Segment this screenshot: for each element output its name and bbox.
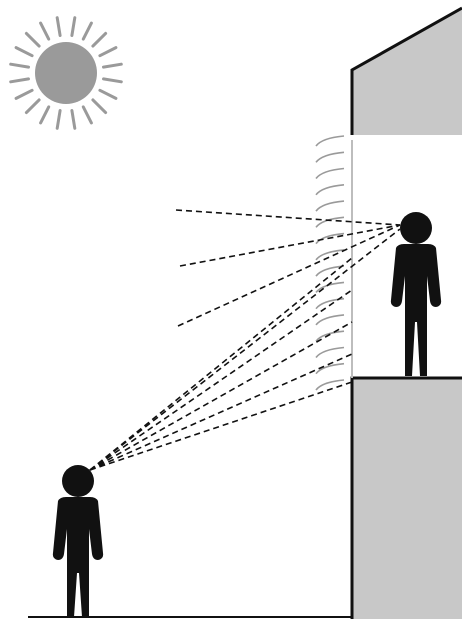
sun-ray [41, 107, 49, 123]
sun-ray [93, 33, 106, 46]
sight-line [90, 258, 352, 470]
sun-ray [16, 48, 32, 56]
sight-line [90, 290, 352, 470]
sun-ray [16, 90, 32, 98]
louver-slat [316, 299, 344, 309]
sun-ray [57, 111, 60, 129]
sight-line [178, 225, 400, 326]
building-roof [352, 8, 462, 135]
sun-ray [26, 33, 39, 46]
sun-ray [83, 23, 91, 39]
balcony-person-sight-lines [176, 210, 400, 326]
louver-slat [316, 136, 344, 146]
sun-ray [104, 79, 122, 82]
sun-icon [11, 18, 122, 129]
sun-ray [93, 100, 106, 113]
sight-line [176, 210, 400, 225]
sun-ray [104, 64, 122, 67]
louver-slat [316, 348, 344, 358]
louver-slat [316, 315, 344, 325]
person-body [53, 497, 103, 617]
sun-disc [35, 42, 97, 104]
sight-line [180, 225, 400, 266]
louver-slat [316, 380, 344, 390]
sun-ray [11, 79, 29, 82]
louver-slat [316, 201, 344, 211]
sun-ray [72, 111, 75, 129]
person-head [62, 465, 94, 497]
privacy-louvers [316, 136, 344, 390]
person-head [400, 212, 432, 244]
person-on-ground-icon [53, 465, 103, 617]
building-lower-wall [352, 378, 462, 619]
louver-slat [316, 185, 344, 195]
sun-ray [11, 64, 29, 67]
person-body [391, 244, 441, 376]
sun-ray [72, 18, 75, 36]
sun-ray [100, 48, 116, 56]
louver-slat [316, 250, 344, 260]
sun-ray [26, 100, 39, 113]
sight-line [90, 354, 352, 470]
person-on-balcony-icon [391, 212, 441, 376]
sun-ray [57, 18, 60, 36]
sun-ray [41, 23, 49, 39]
louver-slat [316, 169, 344, 179]
sun-ray [83, 107, 91, 123]
louver-slat [316, 152, 344, 162]
sun-ray [100, 90, 116, 98]
louver-slat [316, 217, 344, 227]
